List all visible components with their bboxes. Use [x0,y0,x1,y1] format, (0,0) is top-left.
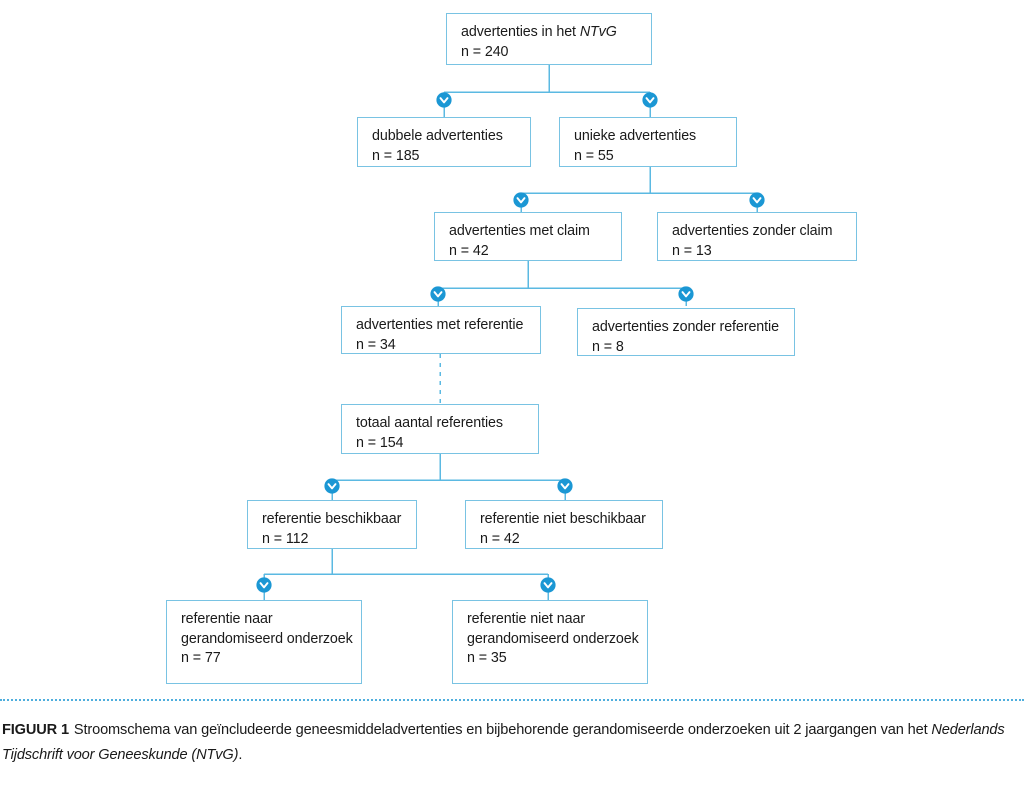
node-title: referentie niet beschikbaar [480,511,646,527]
node-referentie-niet-beschikbaar: referentie niet beschikbaar n = 42 [465,500,663,549]
caption-divider [0,699,1024,701]
node-referentie-naar-gerandomiseerd-onderzoek: referentie naar gerandomiseerd onderzoek… [166,600,362,684]
figure-label: FIGUUR 1 [2,722,69,738]
caption-text-end: . [238,747,243,763]
node-count: n = 55 [574,147,614,164]
node-title: advertenties in het NTvG [461,24,617,40]
node-count: n = 240 [461,43,509,60]
node-count: n = 34 [356,336,396,353]
node-advertenties-met-referentie: advertenties met referentie n = 34 [341,306,541,354]
node-count: n = 13 [672,242,712,259]
node-title: advertenties zonder referentie [592,319,779,335]
caption-text: Stroomschema van geïncludeerde geneesmid… [73,722,932,738]
node-title-line-2: gerandomiseerd onderzoek [181,630,353,647]
node-title-line-2: gerandomiseerd onderzoek [467,630,639,647]
node-advertenties-met-claim: advertenties met claim n = 42 [434,212,622,261]
node-totaal-aantal-referenties: totaal aantal referenties n = 154 [341,404,539,454]
node-title: advertenties zonder claim [672,223,833,239]
node-count: n = 42 [480,530,520,547]
node-count: n = 112 [262,530,309,547]
node-title: referentie beschikbaar [262,511,402,527]
node-count: n = 35 [467,650,507,666]
node-title: advertenties met claim [449,223,590,239]
node-dubbele-advertenties: dubbele advertenties n = 185 [357,117,531,167]
node-count: n = 42 [449,242,489,259]
node-title-line-1: referentie naar [181,611,273,627]
node-title: unieke advertenties [574,128,697,144]
caption-journal-name: Nederlands Tijdschrift voor Geneeskunde … [2,722,1005,763]
node-unieke-advertenties: unieke advertenties n = 55 [559,117,737,167]
node-count: n = 185 [372,147,420,164]
node-count: n = 154 [356,434,404,451]
node-title: dubbele advertenties [372,128,503,144]
node-title: advertenties met referentie [356,317,524,333]
node-referentie-niet-naar-gerandomiseerd-onderzoek: referentie niet naar gerandomiseerd onde… [452,600,648,684]
node-title: totaal aantal referenties [356,415,503,431]
node-advertenties-in-het-ntvg: advertenties in het NTvG n = 240 [446,13,652,65]
node-referentie-beschikbaar: referentie beschikbaar n = 112 [247,500,417,549]
node-title-line-1: referentie niet naar [467,611,586,627]
node-count: n = 77 [181,650,221,666]
node-advertenties-zonder-claim: advertenties zonder claim n = 13 [657,212,857,261]
node-advertenties-zonder-referentie: advertenties zonder referentie n = 8 [577,308,795,356]
node-count: n = 8 [592,338,624,355]
